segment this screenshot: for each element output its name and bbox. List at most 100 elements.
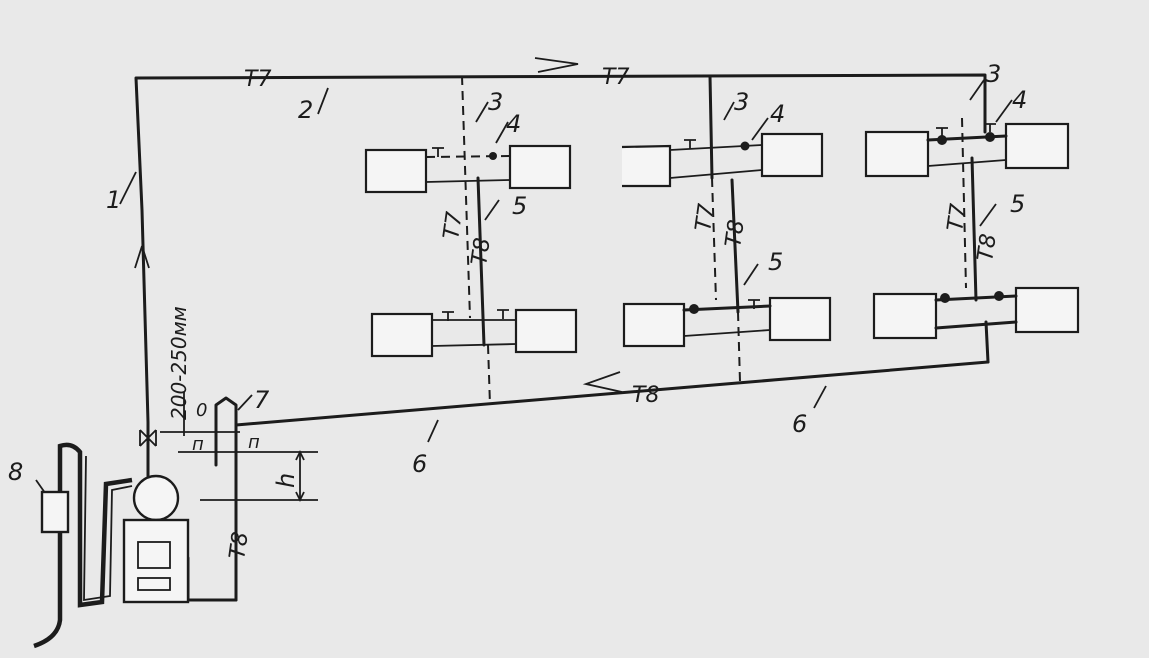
- return-piping: [186, 360, 990, 602]
- valve-icon: [432, 147, 444, 157]
- return-riser-2: [730, 178, 740, 314]
- riser-group-3: [864, 79, 1080, 364]
- radiator: [760, 132, 824, 178]
- return-riser-1-lower: [487, 344, 491, 406]
- return-riser-1: [476, 176, 486, 347]
- callout-3: 3: [986, 60, 1001, 88]
- boiler-ashpit: [137, 577, 171, 591]
- main-riser-pipe: [134, 73, 987, 447]
- label-t7: Т7: [602, 65, 629, 90]
- callout-6: 6: [792, 410, 807, 438]
- flow-arrow-right: [534, 57, 579, 73]
- slope-label: п: [192, 434, 204, 455]
- valve-icon: [994, 291, 1004, 301]
- expansion-loop: [33, 442, 133, 649]
- zero-label: 0: [196, 400, 207, 421]
- radiator: [1014, 286, 1080, 334]
- callout-7: 7: [254, 386, 270, 414]
- callout-5: 5: [512, 192, 527, 220]
- leader-1: [119, 171, 137, 205]
- supply-riser-2: [708, 74, 714, 180]
- radiator: [621, 144, 672, 188]
- leader-5: [743, 263, 759, 286]
- callout-4: 4: [770, 100, 785, 128]
- callout-5: 5: [1010, 190, 1025, 218]
- callout-6: 6: [412, 450, 427, 478]
- radiator: [370, 312, 434, 358]
- valve-icon: [684, 139, 696, 149]
- leader-4: [495, 121, 509, 144]
- valve-icon: [940, 293, 950, 303]
- radiator: [514, 308, 578, 354]
- expansion-loop-inner: [83, 455, 133, 602]
- return-riser-2-lower: [737, 311, 741, 383]
- flow-arrow-left: [582, 371, 623, 393]
- branch-pipe: [683, 329, 771, 337]
- dimension-riser-label: 200-250мм: [167, 306, 191, 420]
- branch-pipe: [669, 169, 763, 179]
- leader-3: [475, 101, 489, 123]
- valve-icon: [489, 152, 497, 160]
- label-t8: Т8: [632, 383, 659, 408]
- label-t7: Т7: [943, 202, 972, 233]
- flow-arrow-up: [134, 245, 150, 269]
- return-riser-3: [970, 156, 978, 302]
- callout-4: 4: [506, 110, 521, 138]
- dim-arrow: [295, 449, 305, 503]
- leader-6b: [813, 385, 827, 409]
- callout-1: 1: [106, 186, 121, 214]
- label-t7: Т7: [439, 210, 468, 241]
- radiator: [768, 296, 832, 342]
- leader-4: [751, 117, 769, 141]
- valve-icon: [984, 123, 996, 132]
- callout-4: 4: [1012, 86, 1027, 114]
- callout-2: 2: [298, 96, 313, 124]
- radiator: [364, 148, 428, 194]
- callout-3: 3: [734, 88, 749, 116]
- boiler-drum: [132, 474, 180, 522]
- valve-icon: [689, 304, 699, 314]
- radiator: [864, 130, 930, 178]
- label-t8: Т8: [973, 232, 1002, 263]
- leader-5: [979, 203, 997, 227]
- leader-3: [969, 79, 985, 101]
- return-drop-3: [984, 320, 990, 364]
- leader-6: [427, 419, 439, 443]
- label-t7: Т7: [691, 202, 720, 233]
- riser-group-2: [621, 74, 832, 383]
- leader-3: [723, 101, 735, 121]
- branch-pipe: [934, 320, 1018, 330]
- expansion-vessel: [40, 490, 70, 534]
- radiator: [872, 292, 938, 340]
- label-t8: Т8: [467, 236, 496, 267]
- label-t8: Т8: [225, 530, 254, 561]
- callout-8: 8: [8, 458, 23, 486]
- branch-pipe: [927, 159, 1007, 167]
- label-t7: Т7: [244, 67, 271, 92]
- supply-riser-3: [961, 117, 967, 289]
- valve-icon: [139, 429, 157, 447]
- branch-pipe: [425, 179, 511, 183]
- branch-pipe: [431, 343, 517, 347]
- dimension-h-label: h: [272, 473, 300, 488]
- slope-label: п: [248, 432, 260, 453]
- supply-riser-2-lower: [711, 177, 717, 301]
- valve-icon: [497, 309, 509, 319]
- return-bottom-link: [186, 556, 238, 602]
- return-main-pipe: [214, 360, 990, 467]
- label-t8: Т8: [721, 218, 750, 249]
- boiler-door: [137, 541, 171, 569]
- valve-icon: [442, 311, 454, 321]
- radiator: [1004, 122, 1070, 170]
- leader-5: [484, 199, 500, 221]
- valve-icon: [936, 127, 948, 136]
- boiler-body: [122, 518, 190, 604]
- leader-4: [995, 99, 1013, 123]
- supply-riser-1: [461, 75, 471, 319]
- boiler-assembly: [33, 429, 190, 649]
- radiator: [508, 144, 572, 190]
- valve-icon: [740, 141, 750, 151]
- valve-icon: [748, 299, 760, 309]
- riser-group-1: [364, 75, 578, 406]
